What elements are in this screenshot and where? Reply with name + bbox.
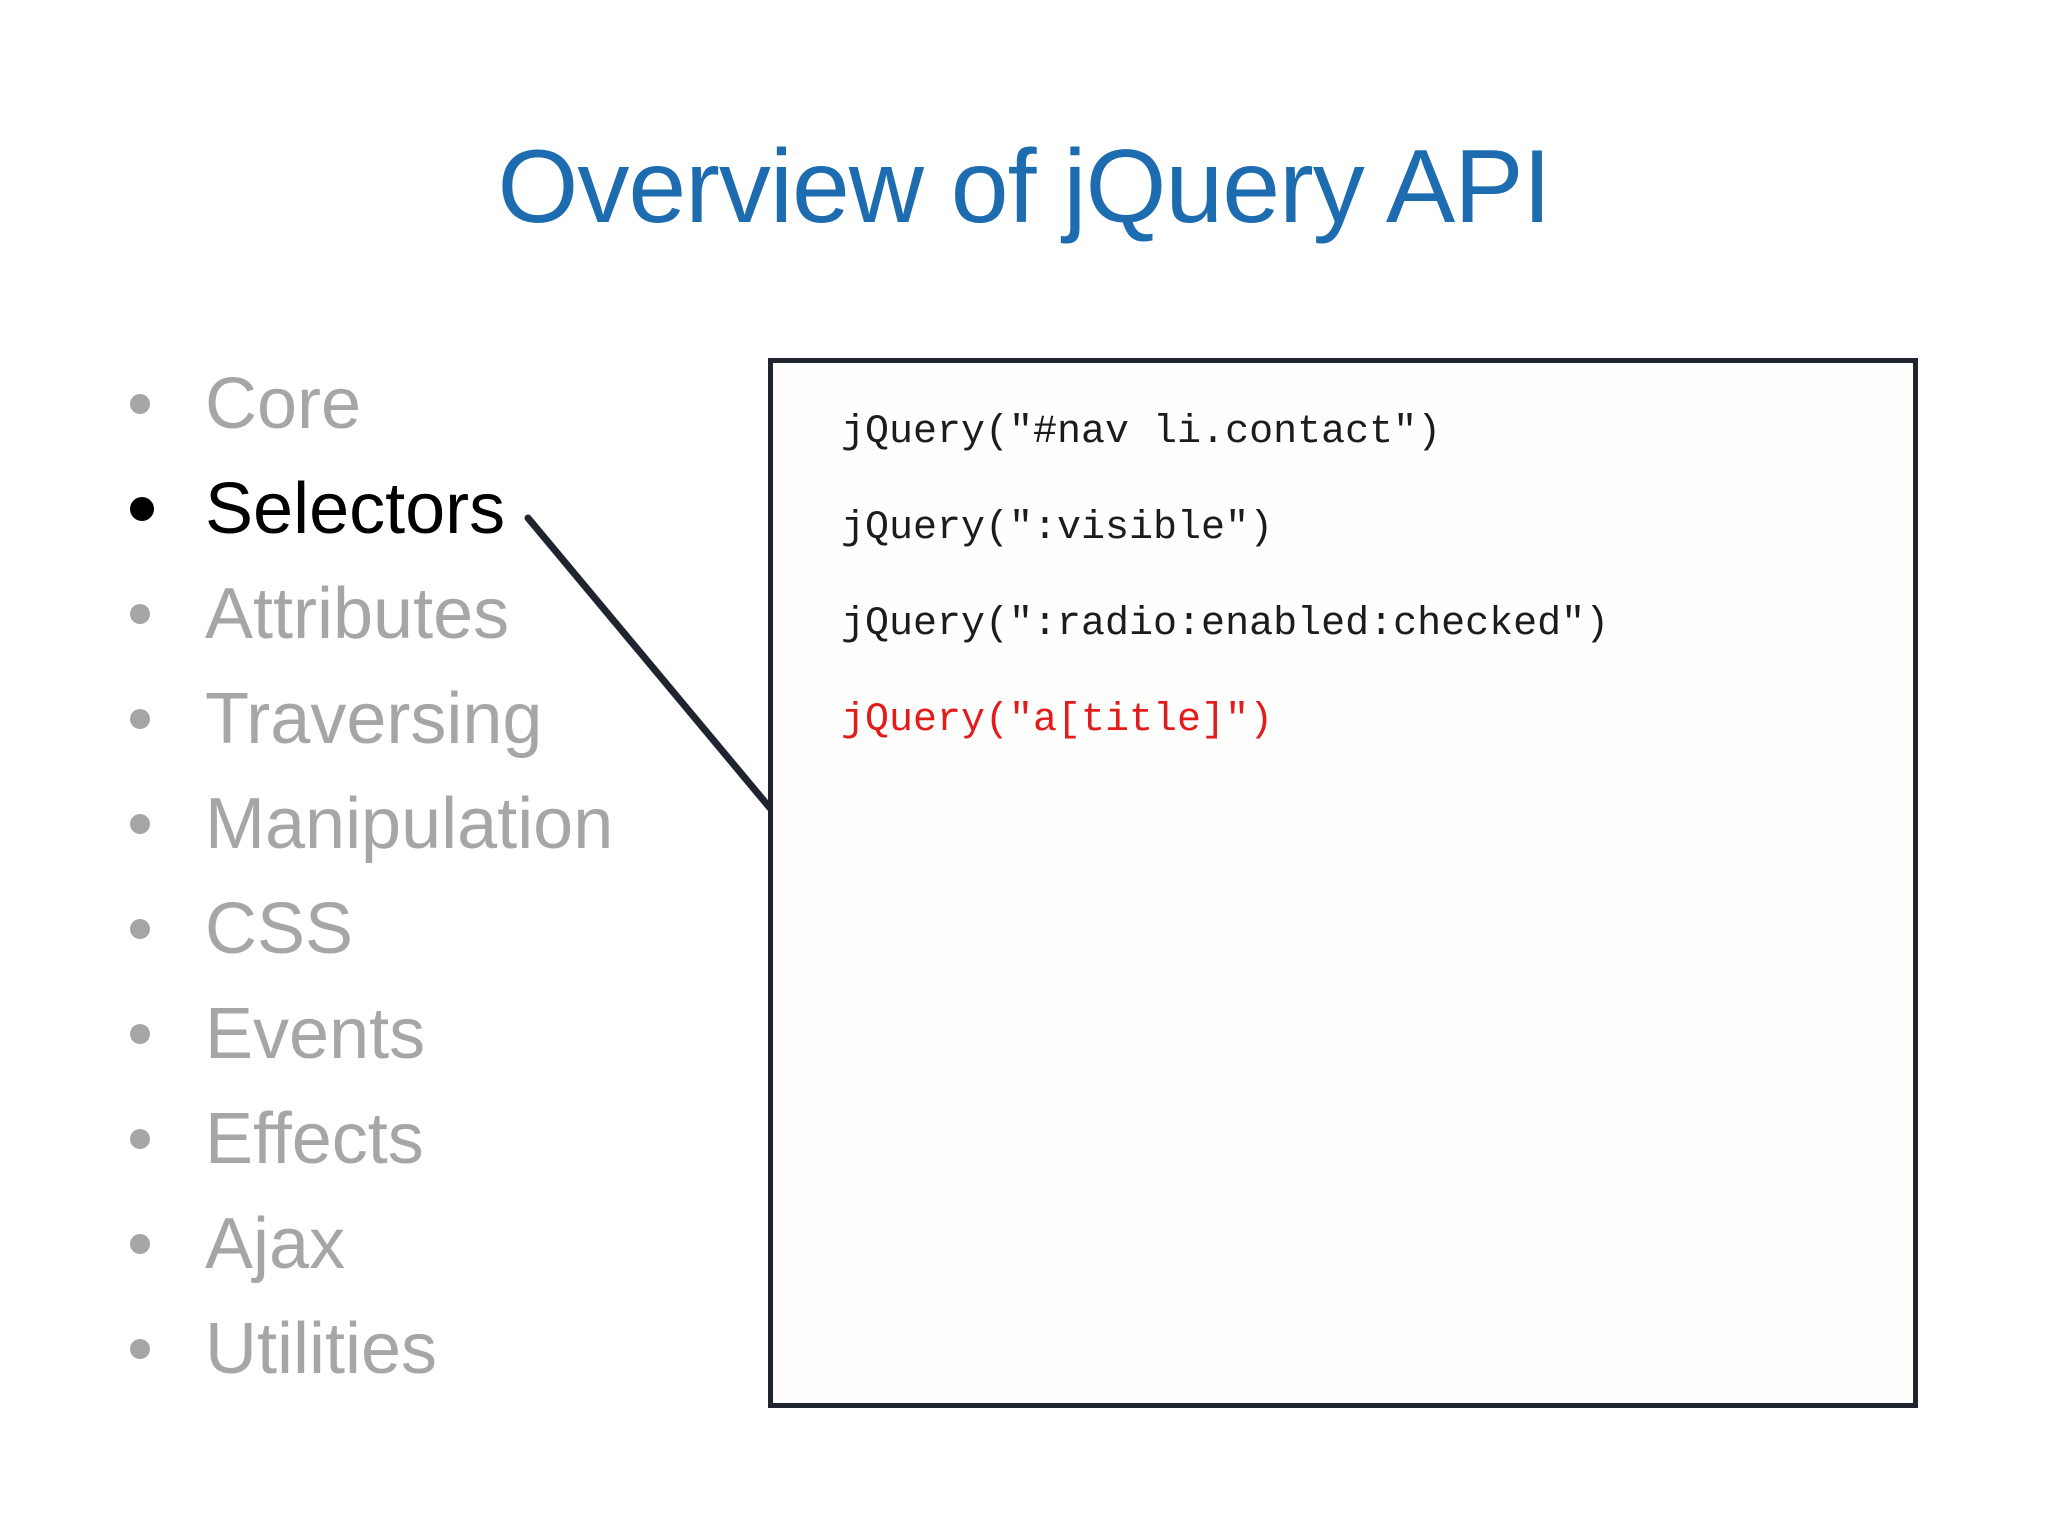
- list-item-attributes: Attributes: [130, 561, 613, 666]
- list-item-label: Core: [205, 363, 362, 444]
- bullet-icon: [130, 393, 150, 414]
- list-item-label: Traversing: [205, 678, 543, 759]
- list-item-traversing: Traversing: [130, 666, 613, 771]
- list-item-label: Manipulation: [205, 783, 614, 864]
- list-item-events: Events: [130, 981, 613, 1086]
- code-line: jQuery(":radio:enabled:checked"): [841, 602, 1610, 647]
- bullet-icon: [130, 1128, 150, 1149]
- list-item-label: Selectors: [205, 468, 506, 549]
- code-line: jQuery("#nav li.contact"): [841, 410, 1442, 455]
- topic-list: Core Selectors Attributes Traversing Man…: [130, 351, 613, 1401]
- list-item-ajax: Ajax: [130, 1191, 613, 1296]
- list-item-utilities: Utilities: [130, 1296, 613, 1401]
- code-line: jQuery(":visible"): [841, 506, 1274, 551]
- bullet-icon: [130, 1023, 150, 1044]
- code-line-highlighted: jQuery("a[title]"): [841, 698, 1274, 743]
- list-item-label: Events: [205, 993, 426, 1074]
- list-item-label: Ajax: [205, 1203, 346, 1284]
- list-item-selectors: Selectors: [130, 456, 613, 561]
- bullet-icon: [130, 708, 150, 729]
- list-item-manipulation: Manipulation: [130, 771, 613, 876]
- list-item-label: Utilities: [205, 1308, 438, 1389]
- bullet-icon: [130, 496, 154, 521]
- connector-line: [524, 514, 774, 812]
- bullet-icon: [130, 918, 150, 939]
- list-item-label: CSS: [205, 888, 354, 969]
- list-item-label: Effects: [205, 1098, 424, 1179]
- list-item-effects: Effects: [130, 1086, 613, 1191]
- list-item-core: Core: [130, 351, 613, 456]
- bullet-icon: [130, 813, 150, 834]
- bullet-icon: [130, 603, 150, 624]
- list-item-css: CSS: [130, 876, 613, 981]
- bullet-icon: [130, 1338, 150, 1359]
- code-panel: jQuery("#nav li.contact") jQuery(":visib…: [768, 358, 1918, 1408]
- bullet-icon: [130, 1233, 150, 1254]
- page-title: Overview of jQuery API: [497, 129, 1551, 245]
- list-item-label: Attributes: [205, 573, 510, 654]
